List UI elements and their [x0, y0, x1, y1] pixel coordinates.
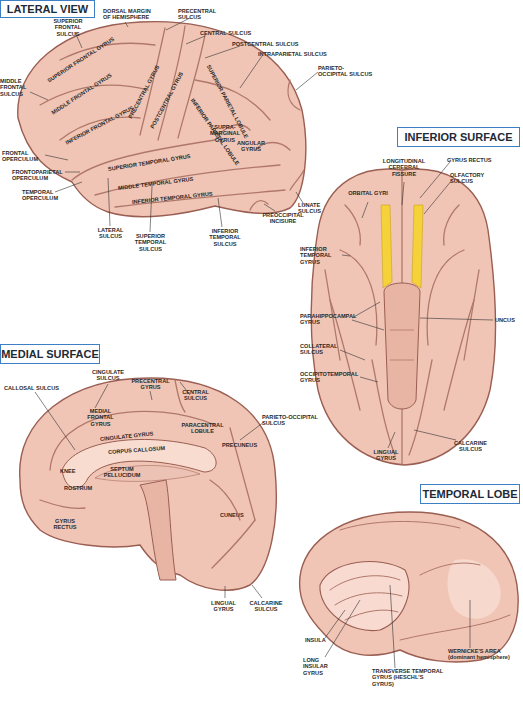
structure-label: LINGUAL GYRUS — [366, 449, 406, 462]
structure-label: UNCUS — [495, 317, 515, 323]
structure-label: INFERIOR TEMPORAL GYRUS — [300, 246, 342, 265]
structure-label: GYRUS RECTUS — [50, 518, 80, 531]
structure-label: SUPERIOR TEMPORAL GYRUS — [107, 153, 190, 172]
structure-label: CINGULATE GYRUS — [100, 430, 154, 442]
leader-lines — [30, 18, 493, 668]
structure-label: PARAHIPPOCAMPAL GYRUS — [300, 313, 355, 326]
structure-label: KNEE — [60, 468, 76, 474]
structure-label: INTRAPARIETAL SULCUS — [258, 51, 333, 57]
structure-label: MEDIAL FRONTAL GYRUS — [83, 408, 118, 427]
panel-title: LATERAL VIEW — [7, 3, 88, 15]
structure-label: POSTCENTRAL GYRUS — [149, 71, 184, 130]
structure-label: ORBITAL GYRI — [343, 190, 393, 196]
structure-label: CUNEUS — [220, 512, 244, 518]
structure-label: MIDDLE TEMPORAL GYRUS — [118, 176, 194, 192]
panel-title: INFERIOR SURFACE — [404, 131, 512, 143]
structure-label: GYRUS RECTUS — [447, 157, 491, 163]
structure-label: OCCIPITOTEMPORAL GYRUS — [300, 371, 362, 384]
structure-label: INFERIOR FRONTAL GYRUS — [64, 105, 134, 146]
structure-label: TEMPORAL OPERCULUM — [22, 189, 62, 202]
panel-title-box: TEMPORAL LOBE — [420, 484, 520, 504]
structure-label: COLLATERAL SULCUS — [300, 343, 342, 356]
structure-label: ANGULAR GYRUS — [236, 140, 266, 153]
medial-brain — [20, 378, 277, 590]
structure-label: PARIETO-OCCIPITAL SULCUS — [318, 65, 373, 78]
structure-label: PARACENTRAL LOBULE — [180, 422, 225, 435]
panel-title: MEDIAL SURFACE — [1, 348, 99, 360]
structure-label: LONG INSULAR GYRUS — [303, 657, 343, 676]
structure-label: SEPTUM PELLUCIDUM — [102, 466, 142, 479]
structure-label: PRECENTRAL GYRUS — [128, 378, 173, 391]
panel-title-box: LATERAL VIEW — [0, 0, 95, 18]
structure-label: PRECENTRAL GYRUS — [127, 64, 161, 120]
structure-label: FRONTOPARIETAL OPERCULUM — [12, 169, 67, 182]
panel-title-box: INFERIOR SURFACE — [397, 127, 520, 147]
lateral-brain — [18, 22, 306, 217]
structure-label: TRANSVERSE TEMPORAL GYRUS (HESCHL'S GYRU… — [372, 668, 444, 687]
panel-title-box: MEDIAL SURFACE — [0, 344, 100, 364]
structure-label: PARIETO-OCCIPITAL SULCUS — [262, 414, 322, 427]
structure-label: CENTRAL SULCUS — [200, 30, 260, 36]
structure-label: POSTCENTRAL SULCUS — [232, 41, 302, 47]
panel-title: TEMPORAL LOBE — [422, 488, 517, 500]
temporal-lobe-brain — [300, 512, 519, 662]
structure-label: LATERAL SULCUS — [93, 227, 128, 240]
structure-label: OLFACTORY SULCUS — [450, 172, 490, 185]
structure-label: CINGULATE SULCUS — [88, 369, 128, 382]
structure-label: INFERIOR TEMPORAL GYRUS — [132, 191, 213, 206]
structure-label: PRECUNEUS — [222, 442, 257, 448]
structure-label: SUPERIOR FRONTAL SULCUS — [48, 18, 88, 37]
structure-label: CALLOSAL SULCUS — [4, 385, 59, 391]
structure-label: LUNATE SULCUS — [298, 202, 338, 215]
structure-label: DORSAL MARGIN OF HEMISPHERE — [103, 8, 158, 21]
structure-label: INFERIOR TEMPORAL SULCUS — [200, 228, 250, 247]
structure-label: MIDDLE FRONTAL SULCUS — [0, 78, 35, 97]
structure-label: INSULA — [305, 637, 326, 643]
structure-label: LONGITUDINAL CEREBRAL FISSURE — [376, 158, 432, 177]
structure-label: LINGUAL GYRUS — [206, 600, 241, 613]
structure-label: PRECENTRAL SULCUS — [178, 8, 223, 21]
structure-label: CORPUS CALLOSUM — [108, 445, 165, 455]
structure-label: MIDDLE FRONTAL GYRUS — [50, 72, 113, 116]
structure-label: FRONTAL OPERCULUM — [2, 150, 47, 163]
structure-label: SUPERIOR TEMPORAL SULCUS — [128, 233, 173, 252]
structure-label: CALCARINE SULCUS — [448, 440, 493, 453]
structure-label: CALCARINE SULCUS — [246, 600, 286, 613]
structure-label: WERNICKE'S AREA (dominant hemisphere) — [448, 648, 516, 661]
structure-label: CENTRAL SULCUS — [178, 389, 213, 402]
structure-label: ROSTRUM — [64, 485, 92, 491]
